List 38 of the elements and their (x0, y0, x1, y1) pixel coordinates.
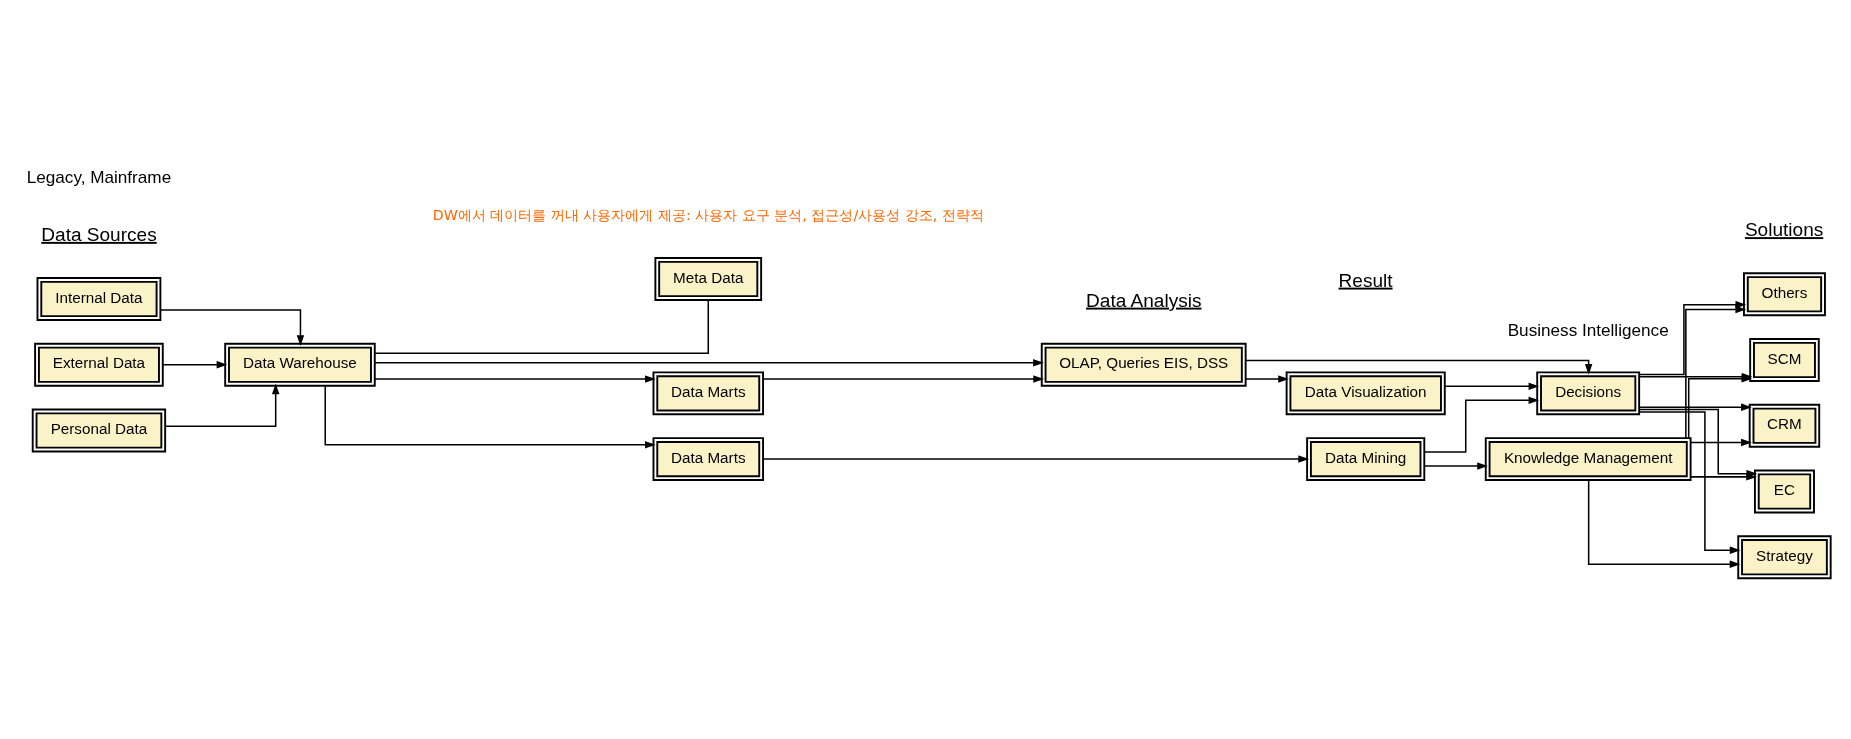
arrow (1245, 359, 1593, 375)
arrow (762, 374, 1044, 383)
arrow (164, 383, 280, 427)
label: Business Intelligence (1507, 319, 1669, 340)
arrow (1638, 300, 1747, 375)
arrow (1423, 461, 1488, 470)
node-box: Internal Data (36, 276, 162, 321)
arrow (1685, 305, 1747, 439)
arrow (1444, 382, 1540, 390)
label: Solutions (1744, 218, 1824, 240)
arrow (374, 374, 656, 383)
arrow (1689, 472, 1757, 481)
node-box: Data Visualization (1285, 370, 1446, 415)
node-box: OLAP, Queries EIS, DSS (1040, 342, 1247, 387)
node-box: Strategy (1737, 534, 1832, 579)
arrow (762, 454, 1309, 463)
label: DW에서 데이터를 꺼내 사용자에게 제공: 사용자 요구 분석, 접근성/사용성 강조, 전략적 (432, 206, 984, 223)
connector (374, 298, 709, 354)
arrow (374, 358, 1044, 367)
label: Data Analysis (1086, 289, 1202, 311)
node-box: Decisions (1536, 370, 1641, 415)
node-box: Meta Data (654, 256, 763, 301)
arrow (162, 360, 228, 368)
label: Data Sources (41, 223, 157, 245)
label: Legacy, Mainframe (26, 166, 172, 187)
node-box: Knowledge Management (1484, 436, 1692, 481)
node-box: CRM (1748, 403, 1821, 448)
arrow (1689, 438, 1752, 446)
arrow (159, 308, 305, 346)
node-box: SCM (1749, 337, 1820, 382)
arrow (324, 384, 656, 449)
arrow (1638, 402, 1752, 411)
arrow (1423, 396, 1540, 453)
label: Result (1338, 269, 1393, 291)
node-box: Data Warehouse (224, 342, 376, 387)
arrow (1245, 374, 1289, 383)
arrow (1587, 478, 1741, 568)
arrow (1638, 410, 1741, 554)
